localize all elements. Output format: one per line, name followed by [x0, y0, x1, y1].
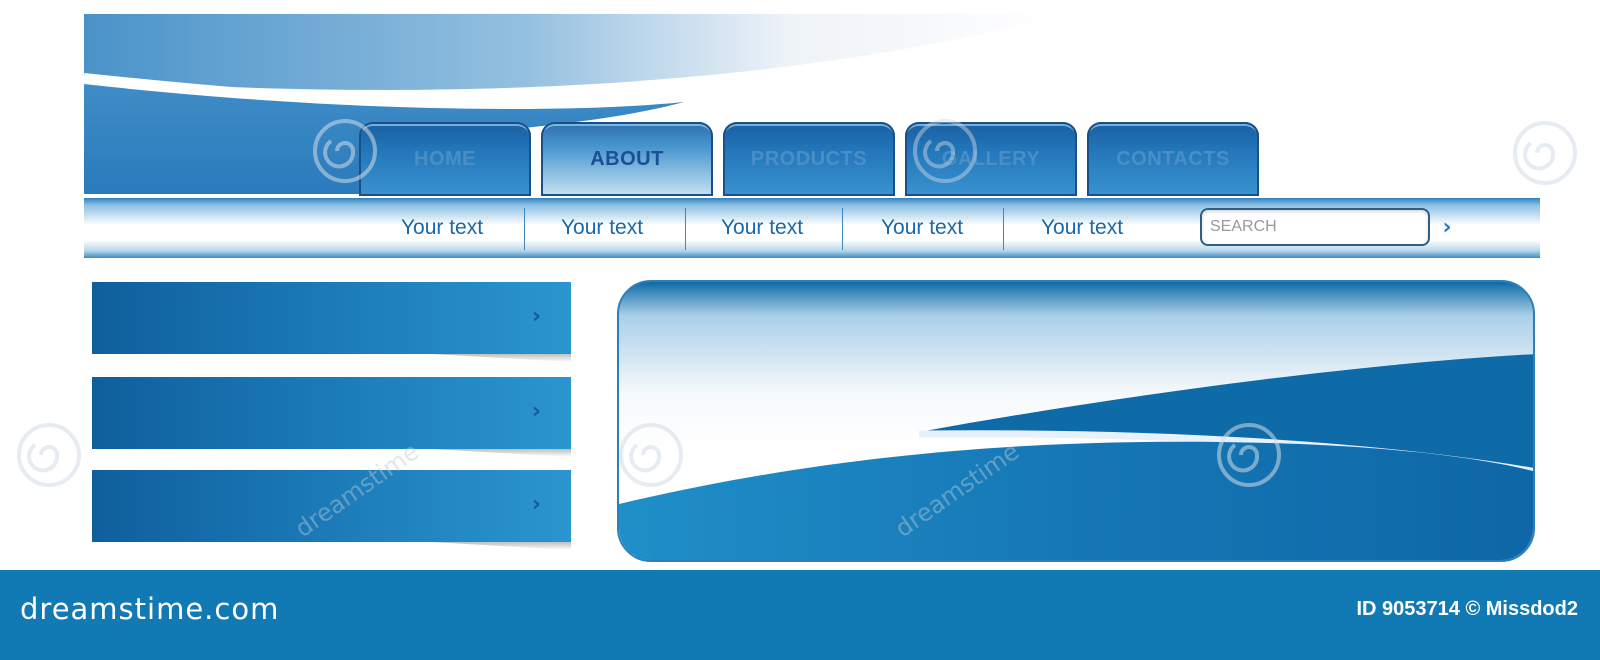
tab-home[interactable]: HOME: [359, 122, 531, 196]
footer-credit: ID 9053714 © Missdod2: [1356, 598, 1578, 620]
footer-bar: dreamstime.com ID 9053714 © Missdod2: [0, 570, 1600, 660]
tab-about-label: ABOUT: [590, 147, 664, 170]
nav-divider: [524, 208, 525, 250]
tab-contacts[interactable]: CONTACTS: [1087, 122, 1259, 196]
search-submit-button[interactable]: ›: [1432, 212, 1462, 242]
nav-link-3[interactable]: Your text: [720, 216, 804, 239]
side-button-2[interactable]: ›: [92, 377, 571, 457]
nav-link-1[interactable]: Your text: [400, 216, 484, 239]
tab-gallery-label: GALLERY: [941, 147, 1041, 170]
chevron-right-icon: ›: [531, 399, 541, 424]
nav-link-4[interactable]: Your text: [880, 216, 964, 239]
tab-about[interactable]: ABOUT: [541, 122, 713, 196]
nav-link-5[interactable]: Your text: [1040, 216, 1124, 239]
content-wave-graphic: [619, 354, 1533, 560]
search-input[interactable]: [1200, 208, 1430, 246]
nav-divider: [685, 208, 686, 250]
nav-link-2[interactable]: Your text: [560, 216, 644, 239]
chevron-right-icon: ›: [531, 492, 541, 517]
tab-products[interactable]: PRODUCTS: [723, 122, 895, 196]
tab-home-label: HOME: [414, 147, 476, 170]
nav-divider: [842, 208, 843, 250]
button-shadow: [431, 354, 571, 362]
tab-products-label: PRODUCTS: [750, 147, 868, 170]
content-panel: [617, 280, 1535, 562]
button-shadow: [431, 542, 571, 550]
side-button-3[interactable]: ›: [92, 470, 571, 550]
nav-divider: [1003, 208, 1004, 250]
spiral-icon: [17, 423, 81, 487]
button-shadow: [431, 449, 571, 457]
footer-logo: dreamstime.com: [20, 592, 280, 626]
chevron-right-icon: ›: [1442, 214, 1452, 240]
chevron-right-icon: ›: [531, 304, 541, 329]
tab-gallery[interactable]: GALLERY: [905, 122, 1077, 196]
side-button-1[interactable]: ›: [92, 282, 571, 362]
tab-contacts-label: CONTACTS: [1116, 147, 1230, 170]
